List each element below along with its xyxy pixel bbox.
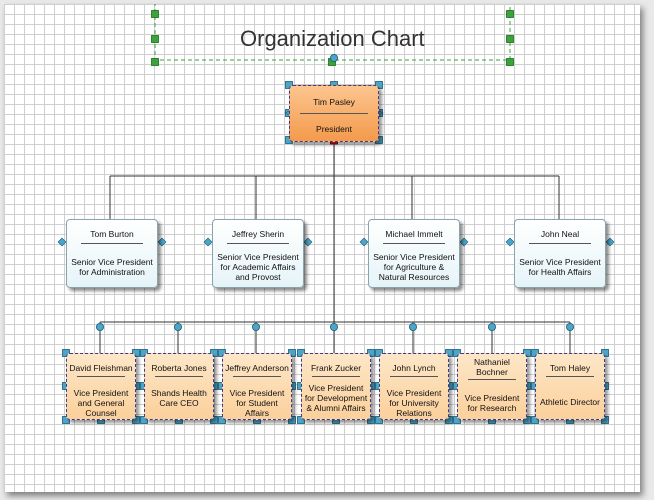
org-node-vp-academic-affairs[interactable]: Jeffrey Sherin Senior Vice President for…: [212, 219, 304, 288]
connection-point[interactable]: [359, 237, 369, 247]
resize-handle[interactable]: [523, 416, 531, 424]
node-separator: [468, 379, 516, 380]
org-node-general-counsel[interactable]: David Fleishman Vice President and Gener…: [66, 353, 136, 420]
selection-handle[interactable]: [506, 35, 514, 43]
org-node-athletic-director[interactable]: Tom Haley Athletic Director: [535, 353, 605, 420]
node-separator: [77, 376, 125, 377]
node-name: Jeffrey Anderson: [225, 363, 289, 373]
node-name: Nathaniel Bochner: [474, 357, 510, 377]
node-role: Senior Vice President for Health Affairs: [519, 257, 601, 277]
selection-handle[interactable]: [151, 35, 159, 43]
connection-point[interactable]: [329, 322, 338, 331]
node-name: John Lynch: [392, 363, 436, 373]
connection-point[interactable]: [251, 322, 260, 331]
resize-handle[interactable]: [288, 416, 296, 424]
org-node-vp-administration[interactable]: Tom Burton Senior Vice President for Adm…: [66, 219, 158, 288]
selection-frame: [154, 4, 511, 61]
resize-handle[interactable]: [445, 416, 453, 424]
connection-point[interactable]: [605, 237, 615, 247]
connection-point[interactable]: [303, 237, 313, 247]
node-separator: [390, 376, 438, 377]
node-separator: [383, 243, 445, 244]
node-name: Jeffrey Sherin: [231, 229, 285, 239]
diagram-canvas[interactable]: Organization Chart Tim Pasley President …: [4, 4, 640, 492]
node-name: Roberta Jones: [151, 363, 207, 373]
node-role: Athletic Director: [540, 397, 600, 407]
node-separator: [227, 243, 289, 244]
node-name: Tom Haley: [549, 363, 591, 373]
node-name: John Neal: [540, 229, 580, 239]
selection-handle[interactable]: [506, 10, 514, 18]
resize-handle[interactable]: [601, 416, 609, 424]
org-node-shands-ceo[interactable]: Roberta Jones Shands Health Care CEO: [144, 353, 214, 420]
connection-point[interactable]: [96, 322, 105, 331]
node-role: Vice President for University Relations: [386, 388, 442, 418]
node-separator: [312, 376, 360, 377]
connection-point[interactable]: [459, 237, 469, 247]
node-name: David Fleishman: [69, 363, 133, 373]
node-role: Shands Health Care CEO: [151, 388, 207, 408]
node-role: Vice President for Student Affairs: [229, 388, 285, 418]
org-node-vp-agriculture[interactable]: Michael Immelt Senior Vice President for…: [368, 219, 460, 288]
org-node-university-relations[interactable]: John Lynch Vice President for University…: [379, 353, 449, 420]
node-separator: [81, 243, 143, 244]
node-role: Senior Vice President for Administration: [71, 257, 153, 277]
connection-point[interactable]: [157, 237, 167, 247]
connection-point[interactable]: [329, 54, 338, 63]
org-node-development[interactable]: Frank Zucker Vice President for Developm…: [301, 353, 371, 420]
resize-handle[interactable]: [132, 416, 140, 424]
resize-handle[interactable]: [210, 416, 218, 424]
connection-point[interactable]: [505, 237, 515, 247]
org-node-student-affairs[interactable]: Jeffrey Anderson Vice President for Stud…: [222, 353, 292, 420]
node-role: Senior Vice President for Academic Affai…: [217, 252, 299, 282]
node-name: Tim Pasley: [313, 97, 355, 107]
node-separator: [300, 113, 368, 114]
selection-handle[interactable]: [151, 58, 159, 66]
connection-point[interactable]: [566, 322, 575, 331]
connection-point[interactable]: [203, 237, 213, 247]
node-role: Vice President and General Counsel: [73, 388, 129, 418]
node-role: Vice President for Research: [464, 393, 520, 413]
connection-point[interactable]: [487, 322, 496, 331]
selection-handle[interactable]: [506, 58, 514, 66]
node-name: Tom Burton: [90, 229, 134, 239]
node-name: Frank Zucker: [310, 363, 362, 373]
node-separator: [233, 376, 281, 377]
node-role: Senior Vice President for Agriculture & …: [373, 252, 455, 282]
connection-point[interactable]: [57, 237, 67, 247]
node-name: Michael Immelt: [385, 229, 443, 239]
node-separator: [529, 243, 591, 244]
node-separator: [546, 376, 594, 377]
org-node-research[interactable]: Nathaniel Bochner Vice President for Res…: [457, 353, 527, 420]
org-node-vp-health-affairs[interactable]: John Neal Senior Vice President for Heal…: [514, 219, 606, 288]
org-node-president[interactable]: Tim Pasley President: [289, 85, 379, 142]
node-role: Vice President for Development & Alumni …: [304, 383, 368, 413]
chart-title[interactable]: Organization Chart: [240, 26, 425, 51]
node-role: President: [316, 124, 352, 134]
selection-handle[interactable]: [151, 10, 159, 18]
node-separator: [155, 376, 203, 377]
connection-point[interactable]: [173, 322, 182, 331]
resize-handle[interactable]: [367, 416, 375, 424]
connection-point[interactable]: [408, 322, 417, 331]
